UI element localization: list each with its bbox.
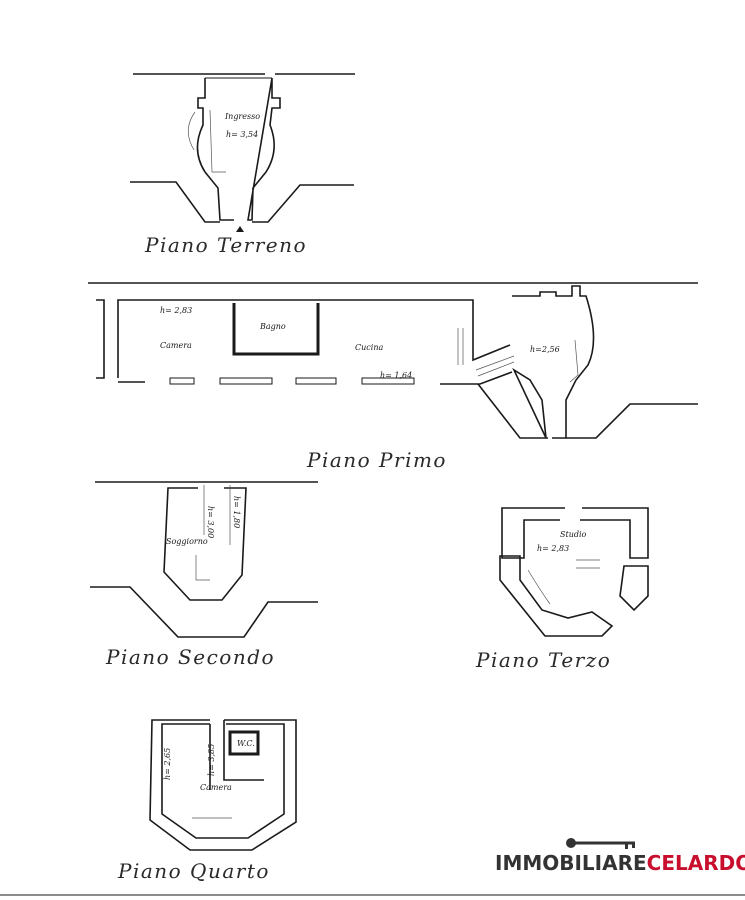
secondo-street: [90, 586, 318, 638]
primo-title: Piano Primo: [306, 448, 447, 472]
terreno-outline: [196, 77, 281, 221]
primo-camera-height: h= 2,83: [160, 306, 192, 315]
primo-window-1: [169, 377, 195, 385]
quarto-wc-label: W.C.: [237, 739, 255, 748]
primo-cucina-label: Cucina: [355, 343, 383, 352]
terzo-height-label: h= 2,83: [537, 544, 569, 553]
quarto-height-right: h= 3,85: [207, 744, 216, 776]
quarto-wc-box: [228, 730, 260, 756]
primo-main-outline: [117, 299, 511, 378]
quarto-camera-label: Camera: [200, 783, 232, 792]
secondo-outline: [163, 487, 247, 601]
primo-window-2: [219, 377, 273, 385]
primo-front-wall-b: [440, 371, 513, 385]
primo-cucina-height: h= 1,64: [380, 371, 412, 380]
primo-stair-height: h=2,56: [530, 345, 560, 354]
entrance-arrow-icon: [236, 226, 244, 232]
floor-quarto: W.C. Camera h= 2,65 h= 3,85 Piano Quarto: [117, 719, 297, 883]
quarto-inner: [161, 723, 285, 839]
secondo-title: Piano Secondo: [105, 645, 275, 669]
key-icon: [566, 838, 635, 849]
secondo-height-right: h= 1,80: [232, 496, 241, 528]
terzo-title: Piano Terzo: [475, 648, 611, 672]
primo-stair-left: [457, 328, 464, 365]
primo-tower-stair: [569, 339, 579, 383]
quarto-outer: [149, 719, 297, 851]
logo-text: IMMOBILIARECELARDO®: [495, 851, 745, 875]
floor-primo: h= 2,83 Camera Bagno Cucina h= 1,64 h=2,…: [88, 282, 698, 472]
primo-bagno-label: Bagno: [259, 322, 286, 331]
terzo-lower: [499, 555, 614, 637]
quarto-partitions: [209, 720, 264, 790]
floor-secondo: Soggiorno h= 3,00 h= 1,80 Piano Secondo: [90, 481, 318, 669]
primo-left-stub: [96, 299, 105, 379]
terzo-room-label: Studio: [560, 530, 587, 539]
primo-stair-link: [475, 355, 515, 377]
secondo-stair: [195, 555, 210, 581]
floor-terreno: Ingresso h= 3,54 Piano Terreno: [130, 73, 355, 257]
terreno-room-label: Ingresso: [224, 112, 260, 121]
terzo-stair-arc: [527, 569, 551, 605]
primo-window-3: [295, 377, 337, 385]
quarto-title: Piano Quarto: [117, 859, 270, 883]
terreno-title: Piano Terreno: [144, 233, 307, 257]
terzo-outline: [501, 507, 649, 559]
primo-camera-label: Camera: [160, 341, 192, 350]
secondo-height-left: h= 3,00: [206, 506, 215, 538]
primo-window-4: [361, 377, 415, 385]
primo-street-left: [477, 383, 548, 439]
secondo-dim-lines: [203, 485, 231, 545]
terreno-street-left: [130, 181, 220, 223]
terreno-height-label: h= 3,54: [226, 130, 258, 139]
terreno-street-right: [252, 184, 354, 223]
primo-bagno-walls: [232, 303, 320, 356]
terzo-table: [576, 559, 600, 569]
floor-terzo: Studio h= 2,83 Piano Terzo: [475, 507, 649, 672]
secondo-room-label: Soggiorno: [166, 537, 208, 546]
terzo-right-pier: [619, 565, 649, 612]
quarto-height-left: h= 2,65: [163, 748, 172, 780]
primo-street-right: [566, 403, 698, 439]
terreno-door-arc: [187, 111, 196, 151]
logo-part-dark: IMMOBILIARE: [495, 851, 647, 875]
logo-part-red: CELARDO: [647, 851, 745, 875]
agency-logo: IMMOBILIARECELARDO®: [495, 838, 745, 875]
terreno-stair: [209, 109, 226, 173]
primo-tower-outline: [512, 285, 595, 439]
